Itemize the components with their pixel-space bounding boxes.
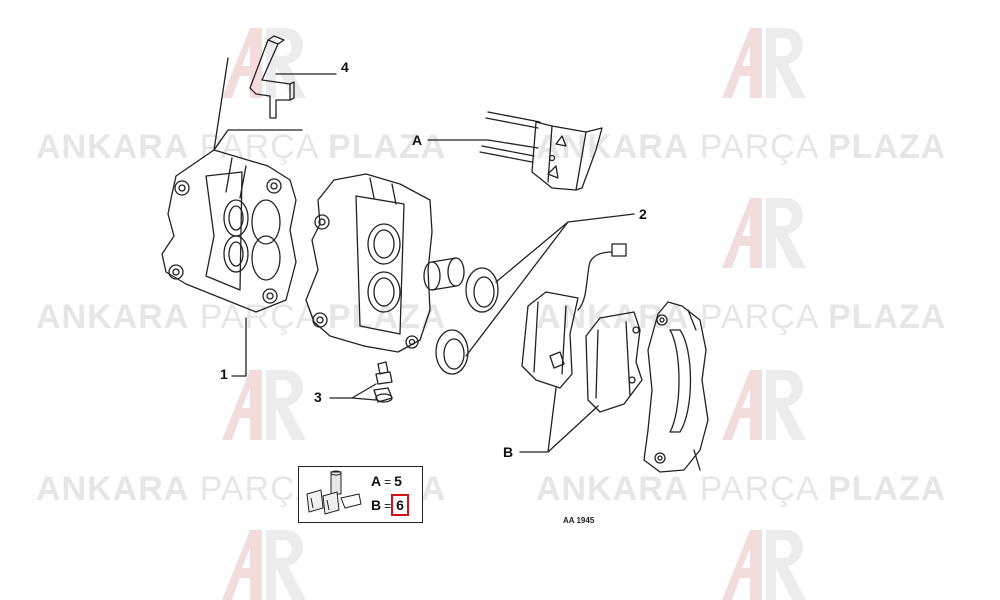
leader-line-1 (231, 317, 247, 377)
kit-icon (306, 470, 362, 515)
callout-kit-a: A (412, 132, 423, 148)
leader-line-1-upper (213, 57, 229, 151)
seal-ring-lower (435, 329, 469, 375)
legend-row-a: A=5 (371, 473, 402, 489)
bleed-screw-part (373, 361, 393, 403)
spring-clip-part (249, 35, 295, 119)
callout-part-3: 3 (314, 389, 322, 405)
caliper-housing-center (305, 173, 433, 353)
diagram-reference-code: AA 1945 (563, 516, 595, 525)
leader-line-3 (329, 383, 377, 401)
leader-line-b (519, 387, 599, 453)
callout-part-2: 2 (639, 206, 647, 222)
callout-part-1: 1 (220, 366, 228, 382)
leader-line-2b (465, 221, 569, 357)
caliper-housing-right (643, 301, 709, 473)
brake-pad-with-sensor (521, 243, 627, 389)
callout-kit-b: B (503, 444, 514, 460)
watermark-text: ANKARA PARÇA PLAZA (36, 470, 445, 508)
leader-line-1-top (213, 129, 303, 151)
callout-part-4: 4 (341, 59, 349, 75)
leader-line-2a (495, 213, 635, 283)
brake-pad-plain (585, 311, 643, 413)
legend-b-value-highlight: 6 (391, 494, 409, 516)
seal-ring-upper (465, 267, 499, 313)
caliper-housing-left (161, 149, 297, 313)
watermark-text: ANKARA PARÇA PLAZA (36, 128, 447, 166)
kit-legend-box: A=5 B=6 (298, 466, 423, 523)
pad-pins-and-plate (479, 111, 603, 191)
legend-row-b: B=6 (371, 494, 409, 516)
watermark-text: ANKARA PARÇA PLAZA (536, 470, 947, 508)
leader-line-a (427, 139, 539, 149)
watermark-text: ANKARA PARÇA PLAZA (536, 298, 947, 336)
watermark-text: ANKARA PARÇA PLAZA (536, 128, 947, 166)
watermark-text: ANKARA PARÇA PLAZA (36, 298, 447, 336)
piston-part (423, 257, 465, 291)
